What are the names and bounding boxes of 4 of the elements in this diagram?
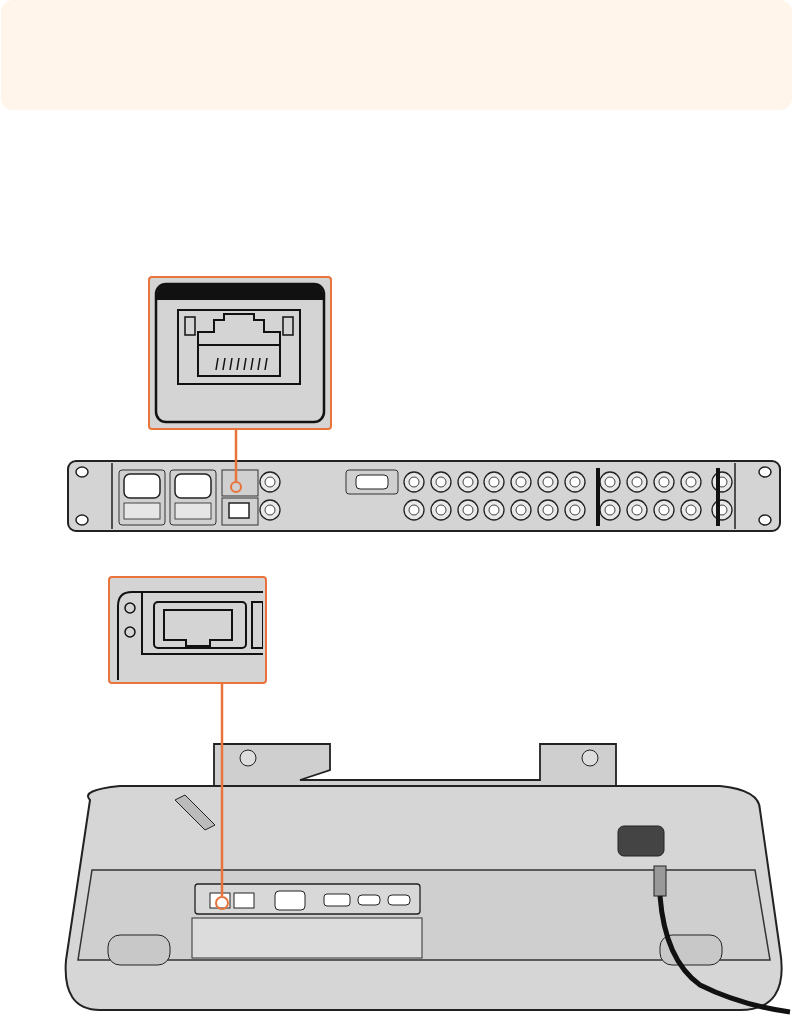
leader-line [234, 430, 238, 481]
leader-line [220, 684, 224, 896]
port-marker [215, 896, 229, 910]
port-marker [230, 481, 242, 493]
